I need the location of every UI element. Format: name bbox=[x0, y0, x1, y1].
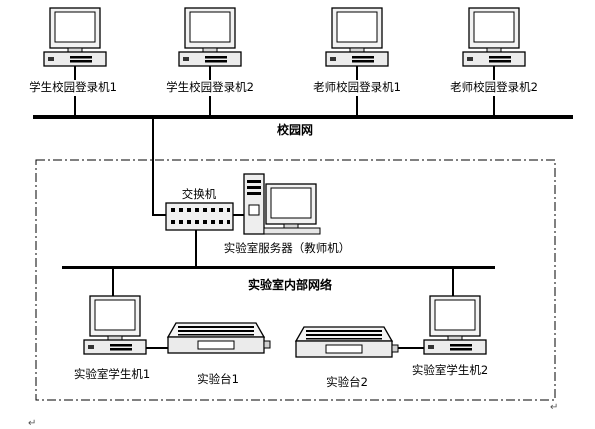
campus-machine-teacher-1: 老师校园登录机1 bbox=[313, 7, 401, 94]
switch-uplink bbox=[152, 119, 244, 266]
lab-bench-label: 实验台1 bbox=[197, 372, 239, 386]
switch-label: 交换机 bbox=[182, 187, 217, 201]
campus-machine-student-1: 学生校园登录机1 bbox=[29, 7, 117, 94]
lab-server-label: 实验室服务器（教师机） bbox=[224, 241, 351, 255]
lab-bench-icon bbox=[167, 322, 271, 354]
server-icon bbox=[243, 173, 321, 235]
campus-network-backbone bbox=[33, 115, 573, 119]
lab-network-bus bbox=[62, 266, 495, 269]
lab-boundary bbox=[35, 159, 556, 401]
lab-bench-icon bbox=[295, 326, 399, 358]
campus-machine-label: 学生校园登录机1 bbox=[29, 80, 117, 94]
campus-machine-teacher-2: 老师校园登录机2 bbox=[450, 7, 538, 94]
lab-student-machine-label: 实验室学生机2 bbox=[412, 363, 488, 377]
computer-icon bbox=[43, 7, 107, 67]
switch-icon bbox=[165, 202, 234, 231]
switch-device: 交换机 bbox=[165, 187, 234, 231]
return-mark: ↵ bbox=[28, 418, 36, 429]
computer-icon bbox=[83, 295, 147, 355]
lab-bench-label: 实验台2 bbox=[326, 375, 368, 389]
campus-drops bbox=[74, 66, 495, 115]
lab-student-machine-2: 实验室学生机2 bbox=[412, 295, 488, 377]
lab-network-label: 实验室内部网络 bbox=[248, 277, 332, 292]
computer-icon bbox=[423, 295, 487, 355]
lab-server: 实验室服务器（教师机） bbox=[224, 173, 351, 255]
campus-machine-label: 老师校园登录机1 bbox=[313, 80, 401, 94]
campus-machine-student-2: 学生校园登录机2 bbox=[166, 7, 254, 94]
lab-student-machine-1: 实验室学生机1 bbox=[74, 295, 150, 381]
campus-machine-label: 老师校园登录机2 bbox=[450, 80, 538, 94]
lab-drops bbox=[112, 269, 454, 296]
lab-student-machine-label: 实验室学生机1 bbox=[74, 367, 150, 381]
computer-icon bbox=[462, 7, 526, 67]
campus-network-label: 校园网 bbox=[277, 122, 313, 137]
return-mark: ↵ bbox=[550, 402, 558, 413]
computer-icon bbox=[178, 7, 242, 67]
campus-machine-label: 学生校园登录机2 bbox=[166, 80, 254, 94]
lab-bench-1: 实验台1 bbox=[167, 322, 271, 386]
lab-bench-2: 实验台2 bbox=[295, 326, 399, 389]
computer-icon bbox=[325, 7, 389, 67]
